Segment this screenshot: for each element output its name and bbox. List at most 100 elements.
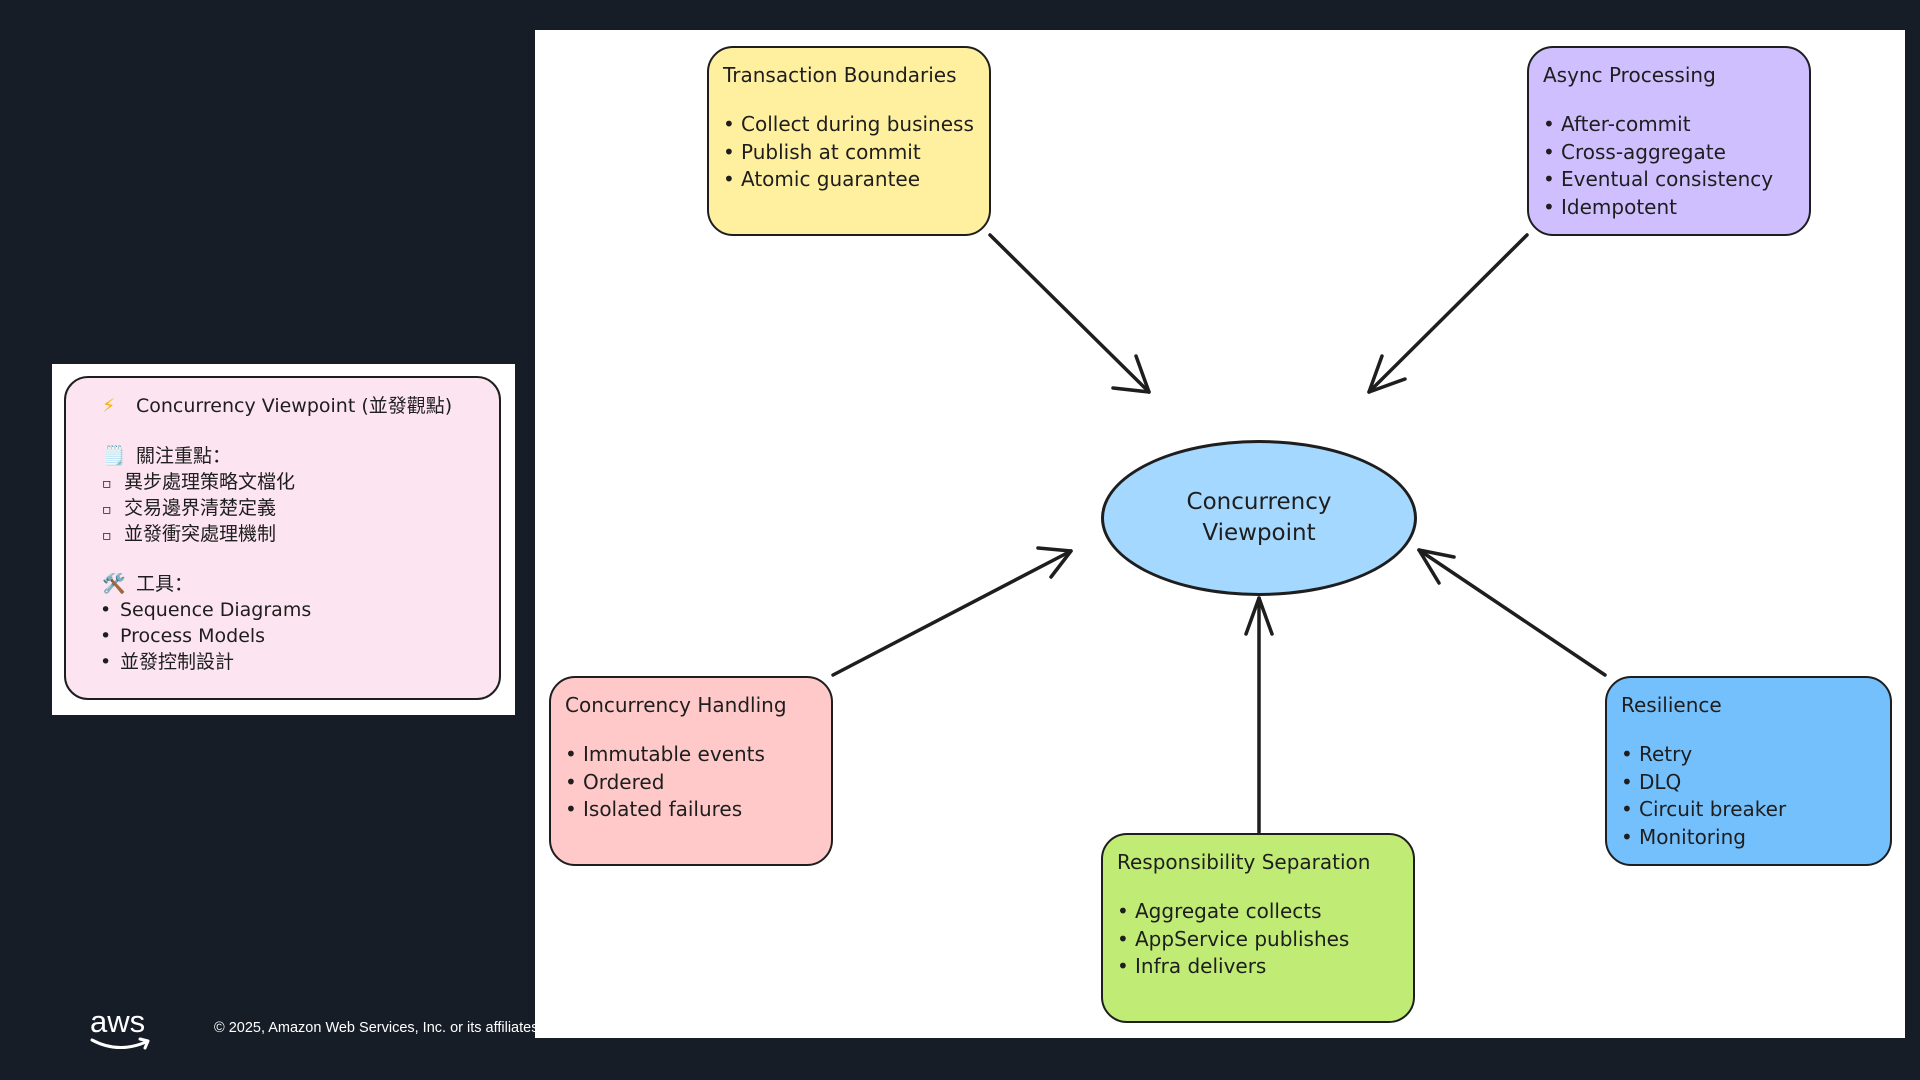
node-item-text: Infra delivers — [1135, 954, 1267, 978]
bullet-icon: • — [723, 167, 735, 191]
node-title: Responsibility Separation — [1117, 850, 1371, 874]
tools-heading-row: 🛠️ 工具： — [102, 571, 499, 597]
node-item: •AppService publishes — [1117, 926, 1413, 954]
bullet-icon: • — [1543, 167, 1555, 191]
center-node-concurrency-viewpoint: Concurrency Viewpoint — [1101, 440, 1417, 596]
focus-heading-row: 🗒️ 關注重點： — [102, 443, 499, 469]
node-item: •Idempotent — [1543, 194, 1809, 222]
node-item-text: Publish at commit — [741, 139, 921, 164]
tools-icon: 🛠️ — [102, 573, 126, 595]
bullet-icon: • — [1621, 769, 1633, 794]
tools-item-text: Sequence Diagrams — [120, 599, 312, 621]
node-title: Resilience — [1621, 693, 1722, 717]
diagram-canvas: Concurrency Viewpoint Transaction Bounda… — [535, 30, 1905, 1038]
node-item: •Circuit breaker — [1621, 796, 1890, 824]
node-item: •Collect during business — [723, 111, 989, 139]
bullet-icon: • — [1621, 797, 1633, 821]
arrow-async-to-center — [1367, 233, 1529, 394]
bullet-icon: • — [1543, 194, 1555, 219]
node-item: •Monitoring — [1621, 824, 1890, 852]
node-item-text: Atomic guarantee — [741, 167, 921, 191]
node-item: •Ordered — [565, 769, 831, 797]
node-item-text: DLQ — [1639, 769, 1682, 794]
bullet-icon: • — [1621, 824, 1633, 849]
bullet-icon: • — [1117, 899, 1129, 923]
node-item: •Eventual consistency — [1543, 166, 1809, 194]
node-item-text: Retry — [1639, 742, 1693, 766]
center-node-line2: Viewpoint — [1202, 520, 1316, 546]
node-item-text: Cross-aggregate — [1561, 139, 1726, 164]
focus-heading: 關注重點： — [136, 445, 232, 467]
node-item: •DLQ — [1621, 769, 1890, 797]
notepad-icon: 🗒️ — [102, 445, 126, 467]
square-bullet-icon: ▫ — [102, 502, 112, 518]
node-item-text: Collect during business — [741, 112, 974, 136]
node-item: •Cross-aggregate — [1543, 139, 1809, 167]
bullet-icon: • — [100, 599, 112, 621]
tools-item: • Sequence Diagrams — [100, 597, 499, 623]
square-bullet-icon: ▫ — [102, 528, 112, 544]
copyright-text: © 2025, Amazon Web Services, Inc. or its… — [214, 1020, 539, 1036]
node-item: •Immutable events — [565, 741, 831, 769]
arrow-handling-to-center — [831, 546, 1073, 677]
bullet-icon: • — [1621, 742, 1633, 766]
node-async-processing: Async Processing •After-commit •Cross-ag… — [1527, 46, 1811, 236]
node-title: Async Processing — [1543, 63, 1716, 87]
node-item: •Retry — [1621, 741, 1890, 769]
focus-item: ▫ 並發衝突處理機制 — [102, 521, 499, 547]
node-item-text: Aggregate collects — [1135, 899, 1322, 923]
node-item: •Infra delivers — [1117, 953, 1413, 981]
node-item-text: Idempotent — [1561, 194, 1677, 219]
node-item-text: Ordered — [583, 769, 665, 794]
bullet-icon: • — [1543, 139, 1555, 164]
node-item-text: Immutable events — [583, 742, 765, 766]
tools-item: •並發控制設計 — [100, 649, 499, 675]
connector-layer — [831, 233, 1607, 834]
node-item-text: Isolated failures — [583, 797, 743, 821]
tools-heading: 工具： — [136, 573, 194, 595]
bullet-icon: • — [723, 112, 735, 136]
lightning-icon: ⚡ — [102, 395, 116, 417]
focus-item-text: 並發衝突處理機制 — [124, 523, 277, 545]
focus-item-text: 異步處理策略文檔化 — [124, 471, 296, 493]
node-concurrency-handling: Concurrency Handling •Immutable events •… — [549, 676, 833, 866]
aws-smile-icon — [90, 1037, 150, 1050]
node-item-list: •Immutable events •Ordered •Isolated fai… — [565, 741, 831, 824]
node-item-list: •Collect during business •Publish at com… — [723, 111, 989, 194]
bullet-icon: • — [100, 625, 112, 647]
node-item: •After-commit — [1543, 111, 1809, 139]
info-card: ⚡ Concurrency Viewpoint (並發觀點) 🗒️ 關注重點： ▫ 異… — [64, 376, 501, 700]
tools-item-text: Process Models — [120, 625, 266, 647]
info-card-title: Concurrency Viewpoint (並發觀點) — [136, 395, 453, 417]
bullet-icon: • — [565, 797, 577, 821]
arrow-responsibility-to-center — [1244, 596, 1274, 834]
bullet-icon: • — [565, 742, 577, 766]
info-card-title-row: ⚡ Concurrency Viewpoint (並發觀點) — [102, 393, 499, 419]
node-item-text: Circuit breaker — [1639, 797, 1787, 821]
tools-item-text: 並發控制設計 — [120, 651, 235, 673]
arrow-resilience-to-center — [1417, 548, 1607, 677]
node-item-text: AppService publishes — [1135, 926, 1350, 951]
bullet-icon: • — [723, 139, 735, 164]
node-item-text: Eventual consistency — [1561, 167, 1774, 191]
bullet-icon: • — [1117, 926, 1129, 951]
info-card-frame: ⚡ Concurrency Viewpoint (並發觀點) 🗒️ 關注重點： ▫ 異… — [52, 364, 515, 715]
bullet-icon: • — [1543, 112, 1555, 136]
center-node-line1: Concurrency — [1186, 489, 1332, 515]
focus-item: ▫ 異步處理策略文檔化 — [102, 469, 499, 495]
bullet-icon: • — [1117, 954, 1129, 978]
aws-logo-text: aws — [90, 1004, 146, 1039]
node-item: •Publish at commit — [723, 139, 989, 167]
focus-item: ▫ 交易邊界清楚定義 — [102, 495, 499, 521]
node-resilience: Resilience •Retry •DLQ •Circuit breaker … — [1605, 676, 1892, 866]
node-item-text: After-commit — [1561, 112, 1691, 136]
node-item-text: Monitoring — [1639, 824, 1746, 849]
node-title: Transaction Boundaries — [723, 63, 957, 87]
focus-item-text: 交易邊界清楚定義 — [124, 497, 277, 519]
square-bullet-icon: ▫ — [102, 476, 112, 492]
node-item: •Atomic guarantee — [723, 166, 989, 194]
bullet-icon: • — [565, 769, 577, 794]
arrow-transaction-to-center — [988, 233, 1151, 394]
node-item: •Aggregate collects — [1117, 898, 1413, 926]
aws-logo: aws — [88, 1004, 154, 1052]
